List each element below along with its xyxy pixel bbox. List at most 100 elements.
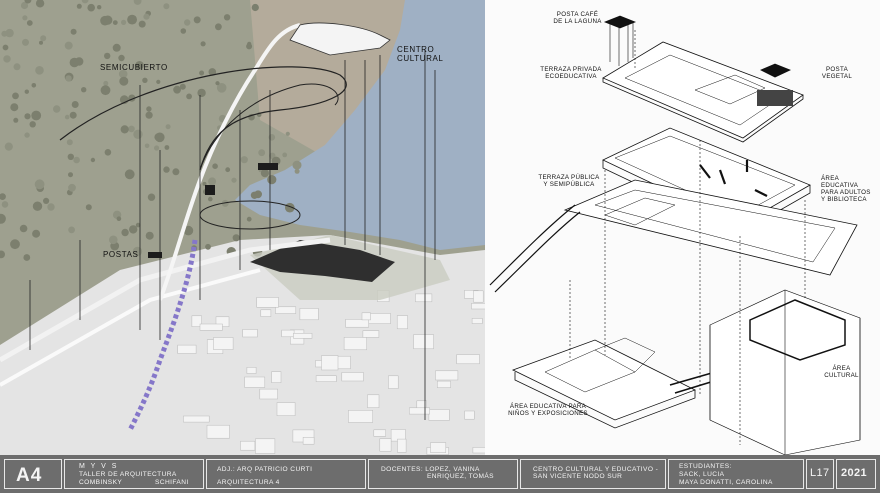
tree bbox=[68, 226, 75, 234]
tree bbox=[258, 149, 266, 157]
tree bbox=[13, 63, 21, 71]
city-block bbox=[271, 371, 282, 383]
tree bbox=[67, 153, 75, 160]
city-block bbox=[415, 293, 433, 303]
tree bbox=[0, 193, 6, 200]
taller-name: TALLER DE ARQUITECTURA bbox=[79, 471, 177, 478]
tree bbox=[4, 142, 13, 151]
label-area-cultural: ÁREA CULTURAL bbox=[824, 365, 859, 380]
city-block bbox=[409, 407, 430, 415]
roof-slab-edge bbox=[602, 78, 804, 143]
tree bbox=[70, 28, 77, 35]
city-block bbox=[430, 442, 447, 453]
tree bbox=[246, 43, 253, 50]
ground-floor-kids-edge bbox=[514, 372, 696, 429]
city-block bbox=[255, 438, 276, 454]
city-block bbox=[435, 370, 459, 381]
city-block bbox=[464, 410, 475, 420]
tree bbox=[135, 222, 141, 228]
sheet-size-cell: A4 bbox=[4, 459, 62, 489]
tree bbox=[66, 139, 73, 146]
city-blocks bbox=[177, 290, 485, 455]
tree bbox=[118, 54, 125, 62]
tree bbox=[103, 80, 109, 86]
tree bbox=[1, 30, 8, 37]
tree bbox=[97, 5, 102, 10]
city-block bbox=[397, 438, 407, 453]
city-block bbox=[242, 329, 258, 338]
tree bbox=[146, 106, 152, 112]
city-block bbox=[471, 318, 483, 324]
tree bbox=[129, 225, 138, 234]
tree bbox=[260, 169, 269, 178]
cultural-volume-edges bbox=[709, 290, 861, 455]
tree bbox=[76, 3, 82, 9]
tree bbox=[120, 125, 129, 134]
tree bbox=[22, 38, 29, 46]
tree bbox=[133, 129, 143, 139]
city-block bbox=[341, 372, 364, 382]
student-2: MAYA DONATTI, CAROLINA bbox=[679, 479, 773, 486]
tree bbox=[73, 156, 80, 164]
tree bbox=[142, 77, 148, 84]
tree bbox=[212, 163, 218, 169]
lagoon-water bbox=[235, 0, 485, 250]
cultural-center-roof bbox=[289, 22, 391, 56]
sheet-number-cell: L17 bbox=[806, 459, 834, 489]
students-title: ESTUDIANTES: bbox=[679, 463, 732, 470]
tree bbox=[128, 125, 135, 133]
city-block bbox=[259, 388, 278, 400]
tree bbox=[138, 20, 146, 28]
city-block bbox=[367, 394, 380, 408]
exploded-axonometric-panel: POSTA CAFÉ DE LA LAGUNA TERRAZA PRIVADA … bbox=[485, 0, 880, 455]
label-area-ninos: ÁREA EDUCATIVA PARA NIÑOS Y EXPOSICIONES bbox=[508, 403, 588, 418]
adjunct: ADJ.: ARQ PATRICIO CURTI bbox=[217, 466, 313, 473]
tree bbox=[251, 3, 259, 12]
brand: M Y V S bbox=[79, 463, 119, 470]
tree bbox=[121, 228, 129, 237]
tree bbox=[155, 132, 165, 143]
tree bbox=[103, 15, 113, 25]
city-block bbox=[348, 410, 373, 423]
tree bbox=[47, 203, 55, 211]
tree bbox=[240, 156, 248, 164]
tree bbox=[34, 179, 45, 190]
tree bbox=[0, 213, 6, 224]
ground-floor-kids-rooms bbox=[544, 337, 656, 393]
tree bbox=[3, 55, 11, 63]
aerial-view-panel: SEMICUBIERTO CENTRO CULTURAL POSTAS bbox=[0, 0, 485, 455]
tree bbox=[68, 172, 73, 178]
tree bbox=[43, 197, 50, 204]
tree bbox=[147, 193, 156, 201]
tree bbox=[64, 41, 73, 50]
city-block bbox=[213, 337, 234, 350]
tree bbox=[173, 85, 182, 94]
tree bbox=[208, 177, 217, 186]
tree bbox=[179, 83, 186, 90]
tree bbox=[208, 68, 217, 76]
terrace-patio bbox=[604, 197, 676, 226]
city-block bbox=[260, 309, 272, 317]
docentes-line-1: DOCENTES: LOPEZ, VANINA bbox=[381, 466, 480, 473]
tree bbox=[165, 124, 171, 130]
tree bbox=[31, 110, 42, 121]
ramp-lower-edge bbox=[494, 211, 581, 293]
terrace-platform bbox=[563, 179, 858, 276]
tree bbox=[223, 14, 231, 21]
city-block bbox=[293, 333, 313, 339]
tree bbox=[145, 231, 154, 240]
cultural-center-footprint bbox=[250, 240, 395, 282]
tree bbox=[172, 168, 180, 176]
pedestrian-path bbox=[127, 239, 198, 432]
tree bbox=[156, 79, 161, 84]
tree bbox=[215, 81, 220, 86]
axis-leader-lines bbox=[569, 30, 806, 445]
tree bbox=[268, 134, 276, 141]
aerial-view-drawing bbox=[0, 0, 485, 455]
subject: ARQUITECTURA 4 bbox=[217, 479, 280, 486]
tree bbox=[232, 234, 240, 242]
tree bbox=[12, 92, 19, 100]
city-block bbox=[191, 315, 202, 327]
tree bbox=[164, 145, 170, 150]
